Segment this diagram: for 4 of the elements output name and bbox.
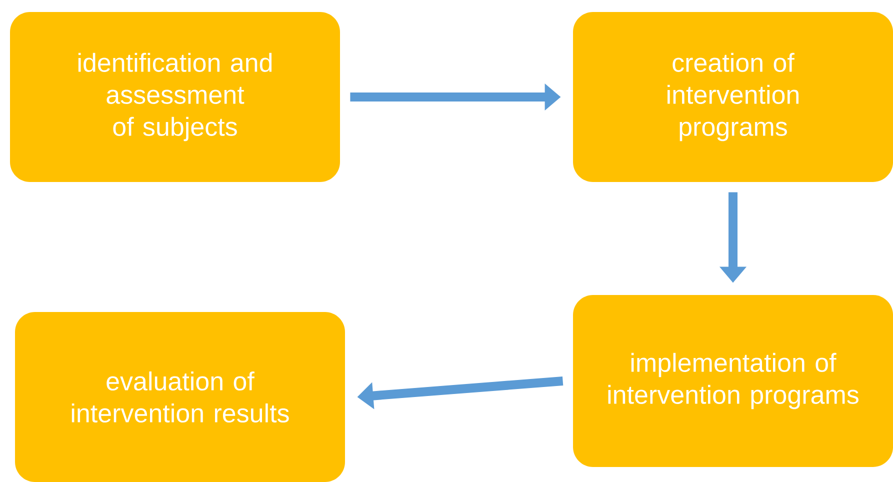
process-box: creation of intervention programs	[573, 12, 893, 182]
process-box: identification and assessment of subjects	[10, 12, 340, 182]
process-box: evaluation of intervention results	[15, 312, 345, 482]
process-box: implementation of intervention programs	[573, 295, 893, 467]
